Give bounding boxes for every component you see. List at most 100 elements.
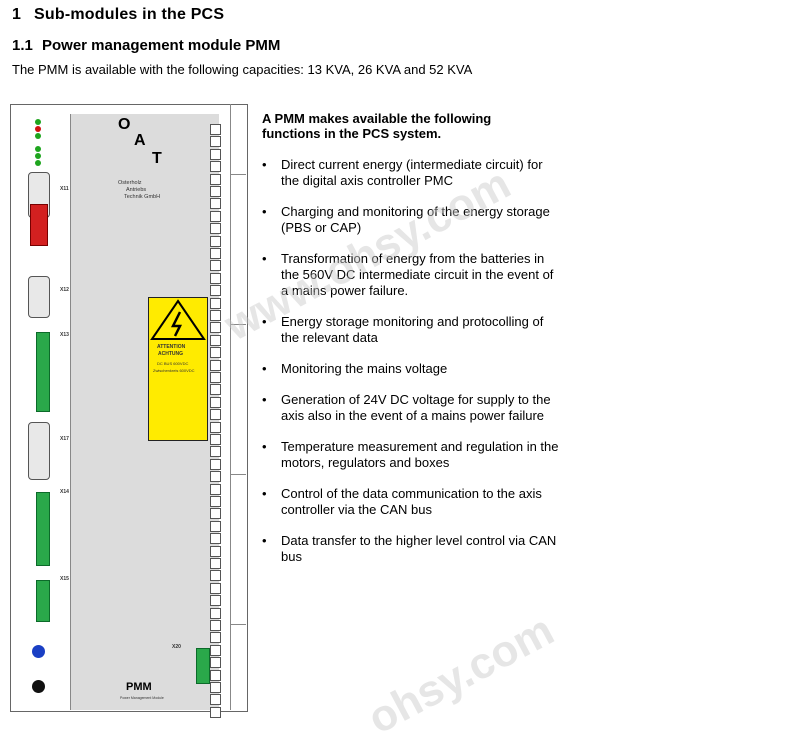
terminal-square: [210, 359, 221, 371]
bullet: •: [262, 314, 267, 329]
status-led-green: [35, 160, 41, 166]
bullet: •: [262, 361, 267, 376]
terminal-square: [210, 657, 221, 669]
terminal-square: [210, 372, 221, 383]
bracket-line: [230, 474, 246, 475]
list-item: •Transformation of energy from the batte…: [262, 251, 554, 298]
terminal-square: [210, 210, 221, 222]
status-led-green: [35, 119, 41, 125]
functions-lead: A PMM makes available the following func…: [262, 111, 492, 141]
status-led-green: [35, 153, 41, 159]
reset-button: [32, 680, 45, 693]
terminal-square: [210, 558, 221, 569]
pmm-module-illustration: X11 X12 X13 X17 X14 X15 X20 O A T Osterh…: [10, 104, 248, 718]
terminal-square: [210, 272, 221, 284]
terminal-square: [210, 322, 221, 334]
subsection-heading: 1.1 Power management module PMM: [12, 37, 280, 54]
terminal-square: [210, 644, 221, 656]
terminal-square: [210, 496, 221, 507]
terminal-square: [210, 471, 221, 483]
terminal-square: [210, 198, 221, 210]
terminal-square: [210, 570, 221, 582]
terminal-square: [210, 694, 221, 706]
maker-line: Technik GmbH: [124, 194, 161, 200]
terminal-square: [210, 396, 221, 408]
terminal-square: [210, 483, 221, 495]
list-item: •Charging and monitoring of the energy s…: [262, 204, 550, 235]
watermark: ohsy.com: [360, 605, 562, 744]
terminal-block-x20: [196, 648, 210, 684]
terminal-square: [210, 161, 221, 173]
connector-x17: [28, 422, 50, 480]
list-item: •Control of the data communication to th…: [262, 486, 542, 517]
terminal-square: [210, 607, 221, 619]
connector-label-x17: X17: [60, 436, 69, 442]
warning-text: DC BUS 600VDC: [157, 361, 189, 366]
list-item: •Generation of 24V DC voltage for supply…: [262, 392, 551, 423]
logo-o: O: [118, 116, 131, 133]
bullet: •: [262, 439, 267, 454]
maker-line: Antriebs: [126, 187, 147, 193]
terminal-square: [210, 235, 221, 247]
status-led-red: [35, 126, 41, 132]
terminal-square: [210, 520, 221, 532]
model-name: PMM: [126, 681, 152, 693]
list-item: •Energy storage monitoring and protocoll…: [262, 314, 544, 345]
connector-x12: [28, 276, 50, 318]
intro-paragraph: The PMM is available with the following …: [12, 62, 473, 77]
terminal-square: [210, 706, 221, 718]
terminal-square: [210, 508, 221, 520]
connector-label-x20: X20: [172, 644, 181, 650]
list-item: •Temperature measurement and regulation …: [262, 439, 559, 470]
terminal-square: [210, 620, 221, 631]
terminal-square: [210, 421, 221, 433]
terminal-square: [210, 545, 221, 557]
terminal-square: [210, 434, 221, 445]
terminal-square: [210, 248, 221, 259]
warning-label: ATTENTION ACHTUNG DC BUS 600VDC Zwischen…: [148, 297, 208, 441]
terminal-square: [210, 186, 221, 197]
terminal-square: [210, 409, 221, 421]
terminal-square: [210, 632, 221, 644]
dip-switch: [30, 204, 48, 246]
subsection-title: Power management module PMM: [42, 37, 281, 54]
warning-text: Zwischenkreis 600VDC: [153, 368, 195, 373]
functions-list: •Direct current energy (intermediate cir…: [262, 157, 562, 580]
connector-label-x11: X11: [60, 186, 69, 192]
mounting-bracket: [230, 104, 247, 710]
terminal-square: [210, 595, 221, 607]
subsection-number: 1.1: [12, 37, 33, 54]
terminal-square: [210, 682, 221, 693]
list-item: •Data transfer to the higher level contr…: [262, 533, 557, 564]
section-title: Sub-modules in the PCS: [34, 6, 225, 23]
terminal-square: [210, 223, 221, 235]
logo-t: T: [152, 150, 162, 167]
terminal-square: [210, 458, 221, 470]
bracket-line: [230, 324, 246, 325]
bullet: •: [262, 533, 267, 548]
list-item: •Direct current energy (intermediate cir…: [262, 157, 543, 188]
terminal-square: [210, 136, 221, 148]
bullet: •: [262, 251, 267, 266]
list-item: •Monitoring the mains voltage: [262, 361, 448, 376]
mode-button: [32, 645, 45, 658]
terminal-square: [210, 533, 221, 545]
bullet: •: [262, 157, 267, 172]
status-led-green: [35, 146, 41, 152]
terminal-square: [210, 124, 221, 135]
terminal-block-x14: [36, 492, 50, 566]
terminal-square: [210, 285, 221, 297]
model-subtitle: Power Management Module: [120, 696, 164, 700]
terminal-square: [210, 384, 221, 396]
warning-text: ACHTUNG: [158, 351, 183, 357]
bracket-line: [230, 624, 246, 625]
terminal-square: [210, 347, 221, 359]
logo-a: A: [134, 132, 146, 149]
terminal-square: [210, 148, 221, 160]
terminal-square: [210, 260, 221, 272]
connector-label-x12: X12: [60, 287, 69, 293]
terminal-block-x15: [36, 580, 50, 622]
terminal-square: [210, 334, 221, 346]
high-voltage-icon: [150, 299, 206, 340]
